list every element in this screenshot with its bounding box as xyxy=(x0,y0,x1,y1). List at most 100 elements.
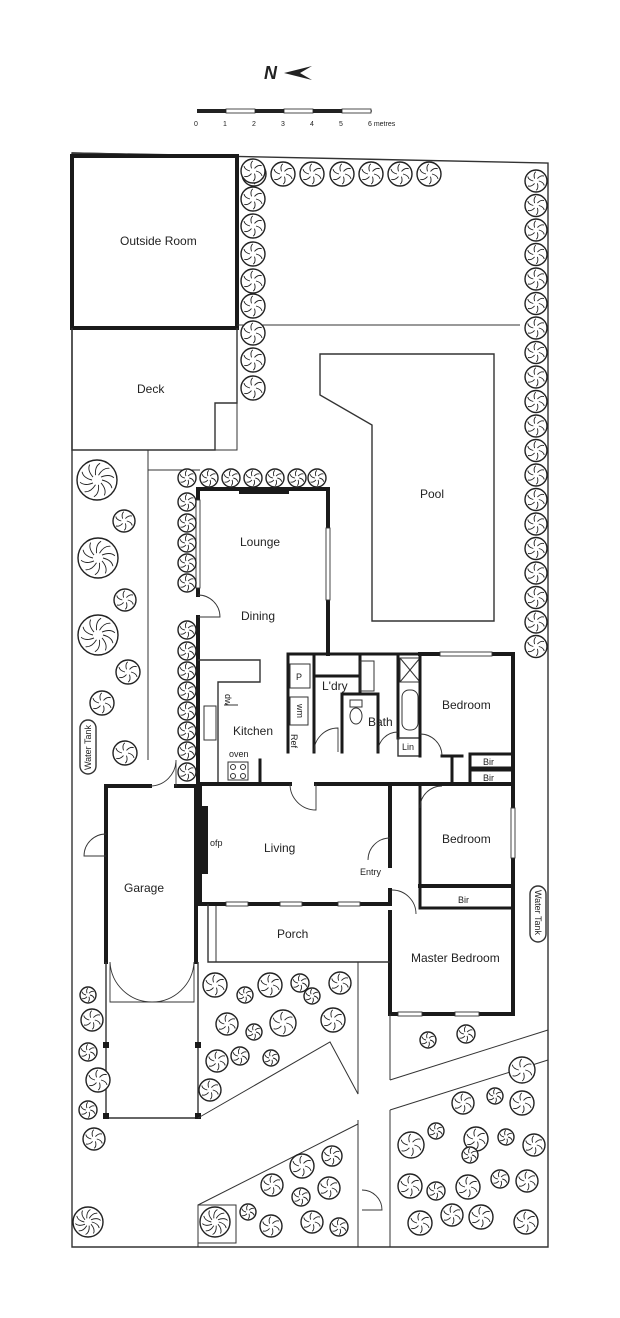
bath-label: Bath xyxy=(368,715,393,729)
water-tank-left-label: Water Tank xyxy=(83,724,93,770)
tree-icon xyxy=(524,169,548,193)
tree-icon xyxy=(524,193,548,218)
tree-icon xyxy=(419,1031,437,1049)
tree-icon xyxy=(455,1174,481,1200)
tree-icon xyxy=(198,1078,222,1102)
tree-icon xyxy=(239,1203,257,1221)
kitchen-label: Kitchen xyxy=(233,724,273,738)
tree-icon xyxy=(468,1204,494,1230)
tree-icon xyxy=(320,1007,346,1033)
tree-icon xyxy=(205,1049,229,1073)
bedroom-1: Bedroom Bir Bir xyxy=(418,651,515,786)
tree-icon xyxy=(358,161,384,187)
garage: Garage xyxy=(83,759,201,1119)
tree-icon xyxy=(257,972,283,998)
tree-icon xyxy=(524,340,548,365)
bir-1-label: Bir xyxy=(483,757,494,767)
tree-icon xyxy=(77,537,119,579)
tree-icon xyxy=(82,1127,106,1151)
tree-icon xyxy=(524,634,548,659)
bedroom-2-label: Bedroom xyxy=(442,832,491,846)
tree-icon xyxy=(287,468,307,488)
tree-icon xyxy=(290,973,310,993)
tree-icon xyxy=(270,161,296,187)
tree-icon xyxy=(240,347,266,373)
tree-icon xyxy=(78,1100,98,1120)
tree-icon xyxy=(329,161,355,187)
landscaping xyxy=(72,158,548,1238)
tree-icon xyxy=(202,972,228,998)
master-bedroom: Bir Master Bedroom xyxy=(388,782,515,1017)
tree-icon xyxy=(240,213,266,239)
scale-tick-2: 2 xyxy=(252,121,256,128)
water-tank-right: Water Tank xyxy=(529,885,547,943)
site-boundary xyxy=(71,152,549,1248)
tree-icon xyxy=(427,1122,445,1140)
lin-label: Lin xyxy=(402,742,414,752)
water-tank-right-label: Water Tank xyxy=(533,890,543,936)
pool: Pool xyxy=(319,353,495,622)
tree-icon xyxy=(524,487,548,512)
tree-icon xyxy=(78,1042,98,1062)
tree-icon xyxy=(215,1012,239,1036)
tree-icon xyxy=(177,661,197,681)
tree-icon xyxy=(300,1210,324,1234)
tree-icon xyxy=(113,588,137,612)
tree-icon xyxy=(199,468,219,488)
tree-icon xyxy=(461,1146,479,1164)
deck: Deck xyxy=(71,328,238,451)
tree-icon xyxy=(89,690,115,716)
tree-icon xyxy=(240,158,266,184)
tree-icon xyxy=(177,468,197,488)
ofp-label: ofp xyxy=(210,838,223,848)
tree-icon xyxy=(426,1181,446,1201)
living-label: Living xyxy=(264,841,295,855)
laundry-label: L'dry xyxy=(322,679,348,693)
wm-label: wm xyxy=(295,703,305,718)
porch: Porch xyxy=(207,904,390,963)
tree-icon xyxy=(230,1046,250,1066)
scale-tick-6: 6 metres xyxy=(368,121,396,128)
tree-icon xyxy=(177,513,197,533)
tree-icon xyxy=(524,365,548,389)
tree-icon xyxy=(85,1067,111,1093)
tree-icon xyxy=(112,509,136,533)
ref-label: Ref xyxy=(289,734,299,749)
tree-icon xyxy=(79,986,97,1004)
lounge-dining: Lounge Dining xyxy=(195,487,331,784)
living: ofp Living Entry xyxy=(198,782,392,907)
tree-icon xyxy=(303,987,321,1005)
tree-icon xyxy=(524,242,548,267)
laundry-area: P wm Ref L'dry xyxy=(286,652,442,754)
tree-icon xyxy=(80,1008,104,1032)
scale-tick-0: 0 xyxy=(194,121,198,128)
tree-icon xyxy=(240,268,266,294)
scale-tick-1: 1 xyxy=(223,121,227,128)
tree-icon xyxy=(240,186,266,212)
tree-icon xyxy=(387,161,413,187)
tree-icon xyxy=(397,1131,425,1159)
north-arrow-icon xyxy=(284,66,312,80)
tree-icon xyxy=(524,536,548,561)
tree-icon xyxy=(524,585,548,610)
oven-label: oven xyxy=(229,749,249,759)
tree-icon xyxy=(515,1169,539,1193)
scale-tick-5: 5 xyxy=(339,121,343,128)
tree-icon xyxy=(524,414,548,438)
pool-label: Pool xyxy=(420,487,444,501)
tree-icon xyxy=(259,1214,283,1238)
deck-label: Deck xyxy=(137,382,165,396)
tree-icon xyxy=(524,267,548,291)
tree-icon xyxy=(522,1133,546,1157)
tree-icon xyxy=(177,721,197,741)
tree-icon xyxy=(456,1024,476,1044)
tree-icon xyxy=(199,1206,231,1238)
tree-icon xyxy=(265,468,285,488)
tree-icon xyxy=(240,320,266,346)
tree-icon xyxy=(524,610,548,634)
tree-icon xyxy=(497,1128,515,1146)
tree-icon xyxy=(177,681,197,701)
tree-icon xyxy=(177,620,197,640)
tree-icon xyxy=(486,1087,504,1105)
bath: Bath Lin xyxy=(340,652,421,757)
